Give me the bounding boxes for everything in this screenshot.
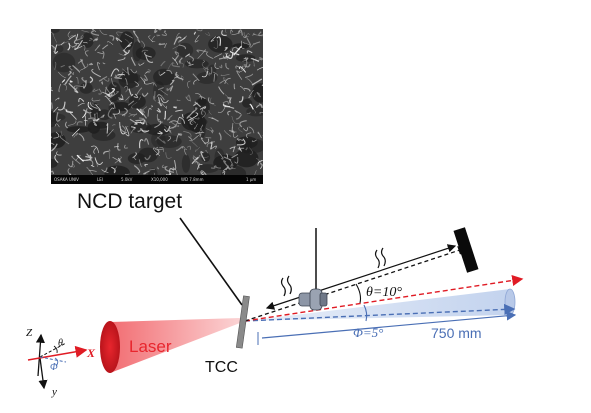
axis-theta-label: θ bbox=[58, 338, 63, 349]
distance-750mm-line bbox=[261, 310, 517, 339]
theta-angle-label: θ=10° bbox=[366, 285, 402, 300]
sem-footer-text: 5.0kV bbox=[121, 177, 133, 182]
sem-footer-text: WD 7.8mm bbox=[181, 177, 204, 182]
detector-block bbox=[453, 227, 479, 273]
theta-arc bbox=[355, 283, 362, 304]
sem-micrograph-image: OSAKA UNIV LEI 5.0kV X10,000 WD 7.8mm 1 … bbox=[51, 29, 263, 184]
sem-footer-text: X10,000 bbox=[151, 177, 168, 182]
sem-footer-text: 1 μm bbox=[246, 177, 257, 182]
axis-x-label: X bbox=[86, 346, 96, 360]
ncd-target-foil bbox=[235, 295, 250, 349]
tcc-label: TCC bbox=[205, 359, 238, 376]
coordinate-axes bbox=[27, 333, 88, 390]
laser-label: Laser bbox=[129, 337, 172, 356]
sem-footer-text: LEI bbox=[97, 177, 103, 182]
laser-beam-cone bbox=[110, 318, 240, 373]
axis-y-label: y bbox=[51, 386, 57, 398]
target-label: NCD target bbox=[77, 190, 182, 213]
distance-label: 750 mm bbox=[431, 325, 482, 341]
detection-cone-end bbox=[504, 288, 516, 316]
target-pointer-line bbox=[179, 217, 243, 306]
collimator-component bbox=[298, 288, 328, 311]
axis-z-label: Z bbox=[26, 327, 33, 339]
sem-footer-text: OSAKA UNIV bbox=[54, 177, 79, 182]
laser-beam-end bbox=[100, 321, 120, 373]
sem-info-bar: OSAKA UNIV LEI 5.0kV X10,000 WD 7.8mm 1 … bbox=[51, 175, 263, 184]
dimension-line bbox=[265, 244, 457, 310]
phi-angle-label: Φ=5° bbox=[353, 325, 383, 340]
detector-axis-line bbox=[244, 303, 516, 322]
axis-break-symbol bbox=[280, 247, 386, 297]
axis-phi-label: Φ bbox=[50, 362, 58, 373]
phi-arc bbox=[363, 304, 368, 322]
